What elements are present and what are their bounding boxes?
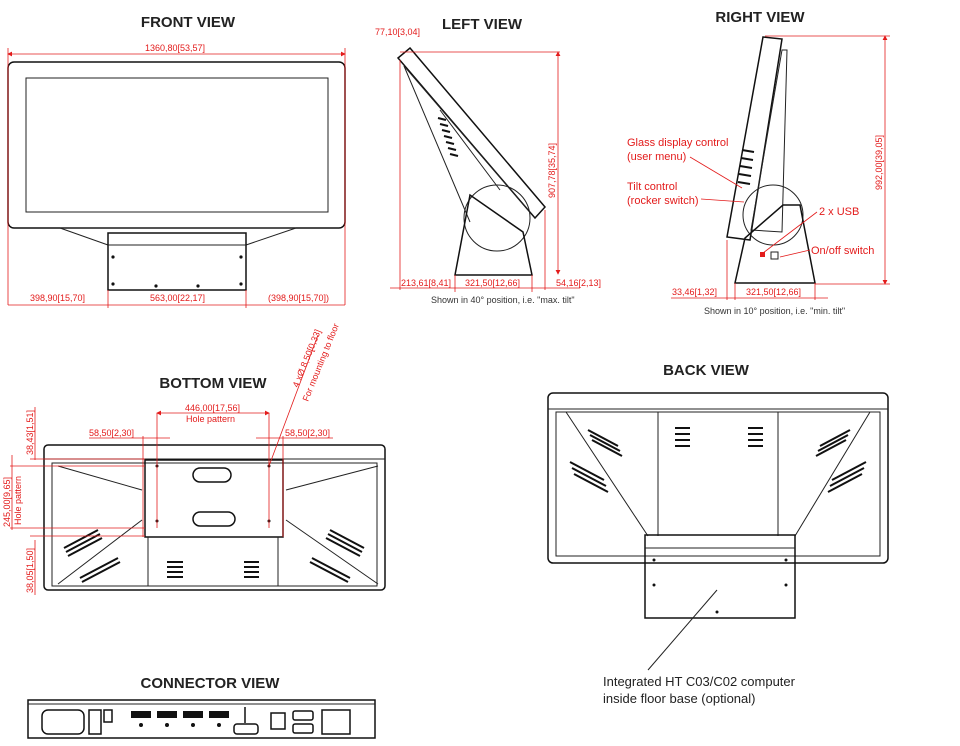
- left-view: LEFT VIEW 77,10[3,04] 907,78[35,74] 213,…: [375, 16, 601, 305]
- dim-offset: 33,46[1,32]: [672, 287, 717, 297]
- bottom-view: BOTTOM VIEW 446,00[17,56] Hole pattern 5…: [2, 322, 386, 595]
- connector-panel: [27, 699, 376, 739]
- left-view-title: LEFT VIEW: [442, 16, 523, 33]
- connector-view-title: CONNECTOR VIEW: [141, 675, 281, 692]
- callout-user-menu: (user menu): [627, 151, 686, 163]
- dim-bottom-offset: 38,05[1,50]: [25, 548, 35, 593]
- usb-port: [760, 252, 765, 257]
- dim-hole-width: 446,00[17,56]: [185, 403, 240, 413]
- floor-stand: [734, 204, 816, 284]
- connector-view: CONNECTOR VIEW: [27, 675, 376, 739]
- bottom-outline: [43, 444, 386, 591]
- front-view: FRONT VIEW 1360,80[53,57] 398,90[15,70] …: [7, 14, 346, 308]
- serial-port: [233, 723, 259, 735]
- display-wings: [59, 227, 297, 246]
- computer-note-line1: Integrated HT C03/C02 computer: [603, 674, 796, 689]
- back-view-title: BACK VIEW: [663, 362, 750, 379]
- power-inlet: [41, 709, 85, 735]
- dim-right: (398,90[15,70]): [268, 293, 329, 303]
- dim-center: 563,00[22,17]: [150, 293, 205, 303]
- right-dimensions: 992,00[39,05] 33,46[1,32] 321,50[12,66]: [671, 35, 890, 300]
- left-dimensions: 77,10[3,04] 907,78[35,74] 213,61[8,41] 3…: [375, 27, 601, 292]
- tilt-hinge: [463, 184, 531, 252]
- dim-base: 321,50[12,66]: [746, 287, 801, 297]
- dim-overhang: 54,16[2,13]: [556, 278, 601, 288]
- back-view: BACK VIEW Integrated HT C03/C02 computer…: [547, 362, 889, 706]
- callout-glass-display: Glass display control: [627, 137, 729, 149]
- front-dimensions: 1360,80[53,57] 398,90[15,70] 563,00[22,1…: [7, 43, 346, 308]
- db9-port-2: [292, 723, 314, 734]
- callout-tilt: Tilt control: [627, 181, 677, 193]
- callout-power: On/off switch: [811, 245, 874, 257]
- back-outline: [547, 392, 889, 564]
- power-switch: [770, 251, 779, 260]
- callout-rocker: (rocker switch): [627, 195, 699, 207]
- right-callouts: Glass display control (user menu) Tilt c…: [627, 137, 874, 258]
- display-side: [726, 36, 783, 241]
- floor-stand: [454, 193, 533, 276]
- dim-height: 907,78[35,74]: [547, 143, 557, 198]
- right-view: RIGHT VIEW Glass display control (user m…: [627, 9, 890, 316]
- front-view-title: FRONT VIEW: [141, 14, 236, 31]
- label-hole-pattern: Hole pattern: [186, 414, 235, 424]
- floor-base: [644, 534, 796, 619]
- computer-note-line2: inside floor base (optional): [603, 691, 755, 706]
- dim-left: 398,90[15,70]: [30, 293, 85, 303]
- dim-base: 321,50[12,66]: [465, 278, 520, 288]
- display-side: [396, 46, 546, 220]
- db9-port-1: [292, 710, 314, 721]
- fuse-holder: [88, 709, 102, 735]
- dim-width: 1360,80[53,57]: [145, 43, 205, 53]
- dim-hole-height: 245,00[9,65]: [2, 477, 12, 527]
- tilt-hinge: [742, 184, 804, 246]
- display-screen: [25, 77, 329, 213]
- power-switch: [103, 709, 113, 723]
- right-view-title: RIGHT VIEW: [715, 9, 805, 26]
- video-ports: [131, 711, 229, 727]
- dim-top-offset: 38,43[1,51]: [25, 410, 35, 455]
- left-view-caption: Shown in 40° position, i.e. "max. tilt": [431, 295, 575, 305]
- floor-base: [107, 232, 247, 291]
- bottom-view-title: BOTTOM VIEW: [159, 375, 267, 392]
- dim-height: 992,00[39,05]: [874, 135, 884, 190]
- label-hole-pattern-v: Hole pattern: [13, 476, 23, 525]
- dim-side-left: 58,50[2,30]: [89, 428, 134, 438]
- dim-offset: 213,61[8,41]: [401, 278, 451, 288]
- right-view-caption: Shown in 10° position, i.e. "min. tilt": [704, 306, 845, 316]
- ethernet-port: [270, 712, 286, 730]
- dim-side-right: 58,50[2,30]: [285, 428, 330, 438]
- dim-depth: 77,10[3,04]: [375, 27, 420, 37]
- display-bezel: [7, 61, 346, 229]
- usb-ports: [321, 709, 351, 735]
- callout-usb: 2 x USB: [819, 206, 859, 218]
